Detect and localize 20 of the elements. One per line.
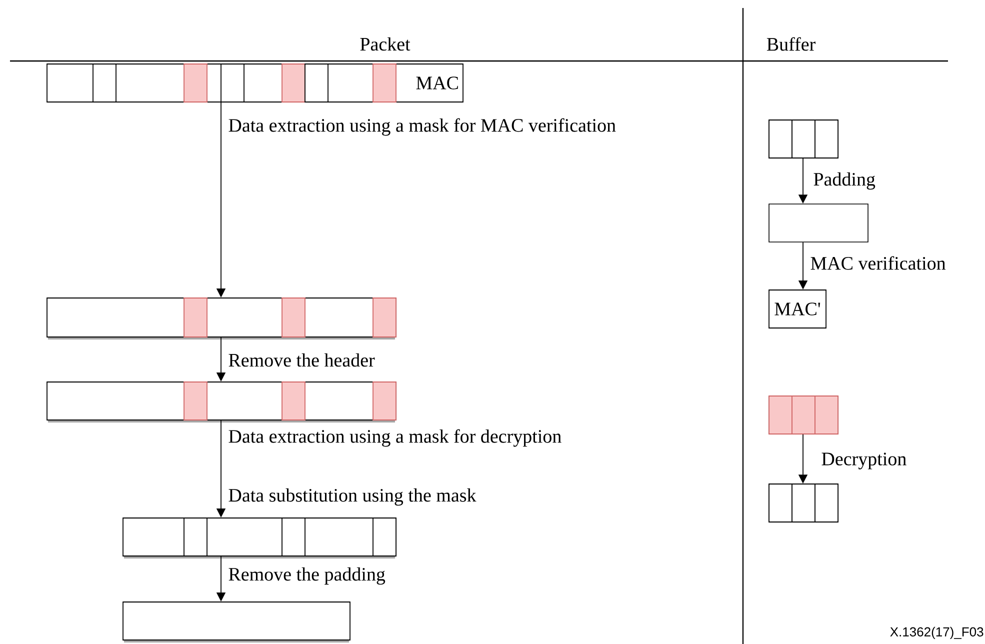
- packet-bar: [46, 382, 396, 422]
- column-heading: Buffer: [766, 37, 816, 51]
- edge-label: Data extraction using a mask for decryption: [228, 429, 562, 447]
- figure-id: X.1362(17)_F03: [890, 626, 984, 640]
- packet-bar: [122, 518, 396, 558]
- step-label: Data substitution using the mask: [228, 488, 476, 506]
- edge-label: Data extraction using a mask for MAC verification: [228, 118, 616, 136]
- mac-box: MAC': [768, 290, 826, 328]
- edge-label: Decryption: [822, 452, 906, 470]
- packet-bar: [122, 602, 350, 642]
- buffer-box: [768, 484, 838, 522]
- buffer-box: [768, 396, 838, 434]
- edge-label: Padding: [814, 172, 876, 190]
- buffer-box: [768, 120, 838, 158]
- buffer-box: [768, 204, 868, 242]
- packet-bar: MAC: [46, 64, 464, 102]
- packet-bar: [46, 298, 396, 340]
- edge-label: Remove the padding: [228, 567, 386, 585]
- edge-label: Remove the header: [228, 353, 375, 367]
- edge-label: MAC verification: [810, 256, 946, 270]
